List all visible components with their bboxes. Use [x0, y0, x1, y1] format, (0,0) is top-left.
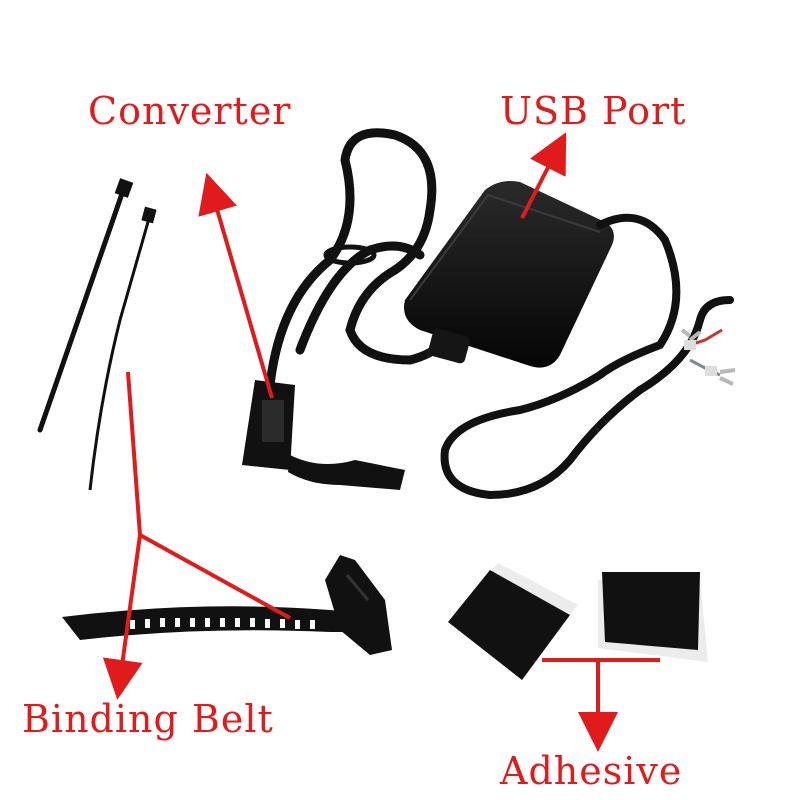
binding-belt	[62, 555, 392, 655]
usb-cable	[265, 128, 445, 390]
annotation-arrows	[102, 132, 660, 752]
binding-belt-label: Binding Belt	[22, 697, 274, 741]
cable-ring	[323, 244, 377, 266]
cable-ties	[37, 178, 157, 491]
usb-socket	[242, 380, 405, 490]
adhesive-pads	[448, 563, 708, 680]
converter-box	[404, 181, 614, 368]
usb-port-label: USB Port	[500, 89, 687, 133]
converter-label: Converter	[88, 89, 292, 133]
power-cable	[440, 213, 734, 500]
binding-belt-line-tie	[126, 371, 142, 536]
binding-belt-arrow-left	[102, 534, 143, 700]
converter-arrow	[198, 172, 274, 399]
spade-terminals	[680, 328, 736, 386]
binding-belt-line-strap	[139, 533, 291, 620]
usb-port-arrow	[520, 132, 567, 219]
adhesive-label: Adhesive	[500, 749, 683, 793]
